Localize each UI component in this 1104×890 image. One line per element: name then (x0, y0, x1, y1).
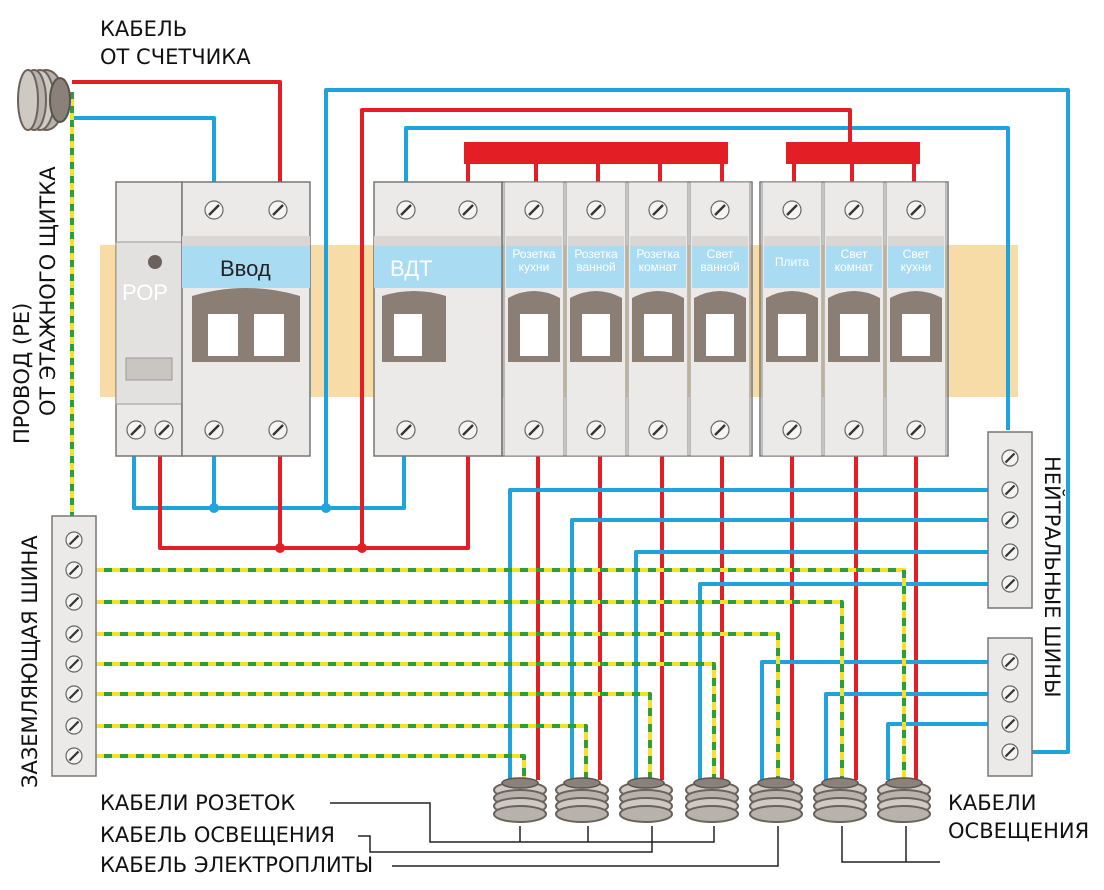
lighting-cables-label-line2: ОСВЕЩЕНИЯ (948, 819, 1090, 843)
neutral-buses-label: НЕЙТРАЛЬНЫЕ ШИНЫ (1040, 456, 1064, 698)
breaker-5 (761, 181, 823, 457)
surge-relay-device (115, 181, 183, 457)
breaker-label-line2: комнат (638, 260, 678, 274)
rcd-device (373, 181, 503, 457)
breaker-label-line2: кухни (518, 260, 550, 274)
breaker-label-line2: комнат (834, 260, 874, 274)
breaker-label-line1: Розетка (574, 247, 618, 261)
cable-gland-icon (619, 777, 673, 823)
breaker-3 (627, 181, 689, 457)
pe-wire-label-line1: ПРОВОД (PE) (10, 302, 34, 444)
cable-gland-icon (555, 777, 609, 823)
comb-busbar-1 (464, 142, 728, 164)
meter-neutral-wire (72, 116, 216, 200)
breaker-4 (689, 181, 751, 457)
rcd-label: ВДТ (390, 256, 433, 281)
neutral-bridge (132, 440, 406, 510)
neutral-main-feed (324, 88, 1070, 754)
breaker-label-line1: Свет (902, 247, 930, 261)
ground-bus (51, 515, 97, 777)
breaker-label-line1: Розетка (636, 247, 680, 261)
main-breaker-device (181, 181, 311, 457)
breaker-label-line1: Розетка (512, 247, 556, 261)
phase-feed-busbar (360, 108, 852, 548)
breaker-6 (823, 181, 885, 457)
rcd-neutral-out (404, 126, 1010, 430)
cable-gland-icon (813, 777, 867, 823)
cable-gland-icon (749, 777, 803, 823)
breaker-label-line1: Свет (840, 247, 868, 261)
breaker-7 (885, 181, 947, 457)
neutral-bus-lower (987, 637, 1033, 777)
pe-wire-label-line2: ОТ ЭТАЖНОГО ЩИТКА (36, 166, 60, 416)
breaker-label-line2: ванной (700, 260, 740, 274)
meter-cable-label-line2: ОТ СЧЕТЧИКА (100, 45, 251, 69)
cable-gland-icon (493, 777, 547, 823)
neutral-bus-upper (987, 431, 1033, 609)
socket-cables-label: КАБЕЛИ РОЗЕТОК (100, 791, 296, 815)
phase-bridge (158, 440, 470, 550)
label-leaders (330, 802, 940, 867)
lighting-cables-label-line1: КАБЕЛИ (948, 791, 1037, 815)
breaker-label-line2: кухни (900, 260, 932, 274)
breaker-label-line2: ванной (576, 260, 616, 274)
stove-cable-label: КАБЕЛЬ ЭЛЕКТРОПЛИТЫ (100, 853, 374, 877)
breaker-group (501, 181, 949, 457)
surge-relay-label: РОР (122, 280, 168, 305)
comb-busbar-2 (786, 142, 920, 164)
meter-cable-gland-icon (17, 69, 71, 131)
cable-gland-icon (685, 777, 739, 823)
breaker-label-line1: Плита (774, 255, 810, 269)
breaker-1 (503, 181, 565, 457)
breaker-label-5: Плита (764, 256, 820, 269)
lighting-cable-label: КАБЕЛЬ ОСВЕЩЕНИЯ (100, 823, 336, 847)
main-breaker-label: Ввод (220, 256, 271, 281)
meter-phase-wire (72, 80, 282, 200)
cable-gland-group (493, 777, 931, 823)
cable-gland-icon (877, 777, 931, 823)
ground-bus-label: ЗАЗЕМЛЯЮЩАЯ ШИНА (18, 535, 42, 788)
breaker-label-line1: Свет (706, 247, 734, 261)
breaker-2 (565, 181, 627, 457)
meter-cable-label-line1: КАБЕЛЬ (100, 17, 188, 41)
phase-out-wires (536, 440, 918, 780)
